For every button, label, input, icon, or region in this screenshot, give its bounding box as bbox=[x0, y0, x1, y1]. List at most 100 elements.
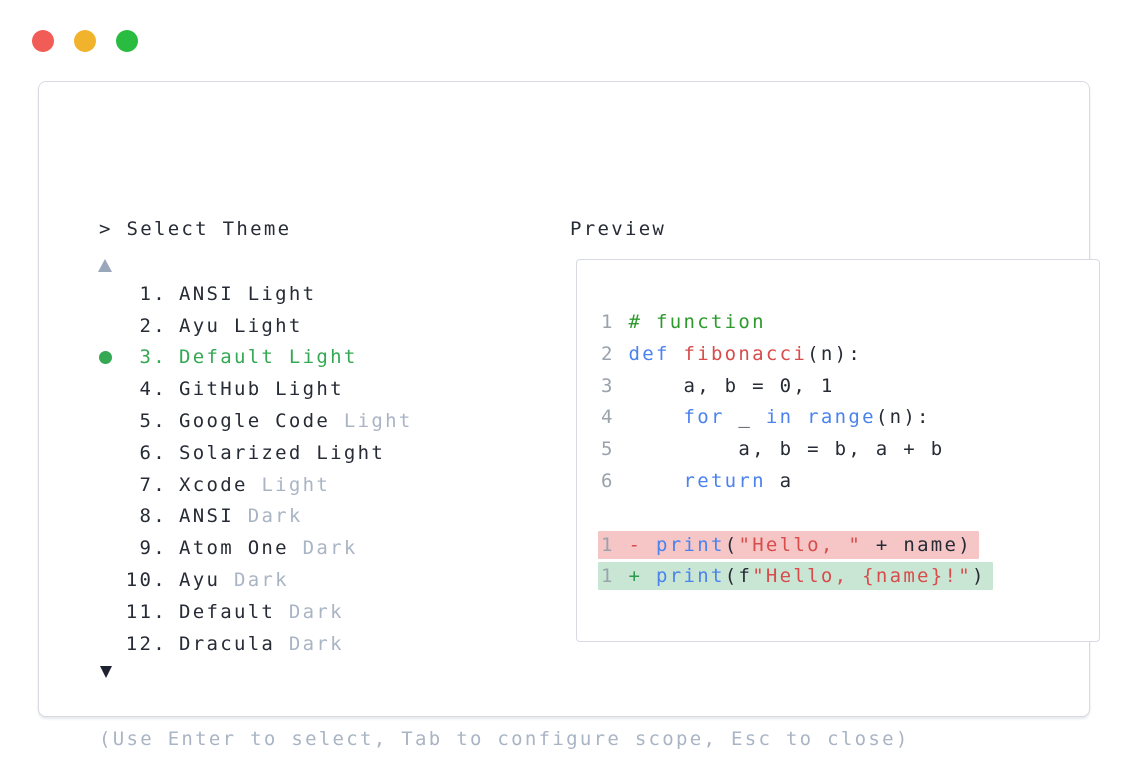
line-number: 3 bbox=[601, 374, 615, 397]
token-plain bbox=[793, 406, 807, 428]
line-number: 1 bbox=[601, 565, 615, 588]
token-comment: # function bbox=[628, 311, 766, 333]
theme-item-3[interactable]: 3. Default Light bbox=[99, 342, 413, 374]
code-line bbox=[601, 498, 1099, 530]
theme-item-label: Ayu Light bbox=[179, 314, 303, 337]
theme-item-label: Default Light bbox=[179, 346, 358, 369]
diff-added-line: 1 + print(f"Hello, {name}!") bbox=[598, 561, 1099, 593]
theme-item-number: 9. bbox=[139, 537, 167, 560]
line-number: 1 bbox=[601, 311, 615, 333]
scroll-down-indicator[interactable] bbox=[100, 666, 114, 679]
token-plain bbox=[642, 534, 656, 556]
theme-item-9[interactable]: 9. Atom One Dark bbox=[99, 532, 413, 564]
code-line: 1 # function bbox=[601, 307, 1099, 339]
theme-item-number: 3. bbox=[139, 346, 167, 369]
code-line: 3 a, b = 0, 1 bbox=[601, 371, 1099, 403]
code-line-content: 6 return a bbox=[601, 470, 793, 492]
selected-dot-icon bbox=[99, 350, 112, 364]
token-keyword: print bbox=[656, 533, 725, 556]
theme-item-number: 1. bbox=[139, 282, 167, 305]
token-plain bbox=[629, 406, 684, 428]
theme-item-1[interactable]: 1.ANSI Light bbox=[99, 278, 413, 310]
token-plain: ( bbox=[724, 533, 739, 556]
theme-item-label: Atom One Dark bbox=[179, 537, 358, 560]
theme-item-number: 2. bbox=[139, 314, 167, 337]
theme-item-label: Google Code Light bbox=[179, 410, 413, 433]
code-line-content: 2 def fibonacci(n): bbox=[601, 343, 862, 365]
token-removed-marker: - bbox=[628, 533, 643, 556]
diff-highlight: 1 + print(f"Hello, {name}!") bbox=[598, 562, 993, 591]
close-button[interactable] bbox=[32, 30, 54, 52]
theme-item-5[interactable]: 5. Google Code Light bbox=[99, 405, 413, 437]
line-number: 2 bbox=[601, 342, 615, 365]
code-line-content: 3 a, b = 0, 1 bbox=[601, 375, 835, 397]
theme-item-10[interactable]: 10. Ayu Dark bbox=[99, 564, 413, 596]
preview-label: Preview bbox=[570, 218, 667, 240]
token-plain bbox=[629, 470, 684, 492]
token-plain bbox=[615, 565, 629, 587]
theme-item-number: 8. bbox=[139, 505, 167, 528]
selection-marker bbox=[99, 350, 123, 364]
token-keyword: def bbox=[628, 342, 670, 365]
code-line-content: 1 # function bbox=[601, 311, 766, 333]
code-line-content: 5 a, b = b, a + b bbox=[601, 438, 945, 460]
theme-item-label: Default Dark bbox=[179, 600, 344, 623]
token-plain: _ bbox=[724, 406, 766, 429]
triangle-up-icon bbox=[98, 259, 112, 272]
token-plain bbox=[615, 375, 629, 397]
diff-highlight: 1 - print("Hello, " + name) bbox=[598, 530, 980, 559]
theme-item-number: 4. bbox=[139, 378, 167, 401]
token-plain: a, b = 0, 1 bbox=[628, 374, 835, 397]
theme-item-2[interactable]: 2. Ayu Light bbox=[99, 310, 413, 342]
theme-item-number: 11. bbox=[125, 600, 167, 623]
code-line: 6 return a bbox=[601, 466, 1099, 498]
diff-removed-line: 1 - print("Hello, " + name) bbox=[598, 530, 1099, 562]
token-plain bbox=[615, 470, 629, 492]
minimize-button[interactable] bbox=[74, 30, 96, 52]
theme-item-label: GitHub Light bbox=[179, 378, 344, 401]
token-plain: (n): bbox=[807, 342, 863, 365]
token-plain: a bbox=[765, 469, 794, 492]
theme-item-11[interactable]: 11. Default Dark bbox=[99, 596, 413, 628]
line-number: 1 bbox=[601, 533, 615, 556]
select-theme-prompt: > Select Theme bbox=[99, 218, 292, 240]
token-plain: + name) bbox=[862, 533, 973, 556]
token-plain bbox=[615, 343, 629, 365]
scroll-up-indicator[interactable] bbox=[98, 259, 114, 273]
line-number: 5 bbox=[601, 438, 615, 461]
token-keyword: print bbox=[656, 565, 725, 588]
token-plain: (f bbox=[724, 565, 753, 588]
token-string: "Hello, {name}!" bbox=[752, 565, 973, 588]
token-plain bbox=[670, 343, 684, 365]
footer-hint: (Use Enter to select, Tab to configure s… bbox=[99, 728, 910, 750]
code-line-content: 4 for _ in range(n): bbox=[601, 406, 931, 428]
token-plain: (n): bbox=[875, 406, 931, 429]
token-plain: ) bbox=[972, 565, 986, 588]
theme-item-7[interactable]: 7.Xcode Light bbox=[99, 469, 413, 501]
theme-item-label: Solarized Light bbox=[179, 441, 386, 464]
theme-item-label: Xcode Light bbox=[179, 473, 331, 496]
token-added-marker: + bbox=[628, 565, 643, 588]
triangle-down-icon bbox=[100, 666, 112, 678]
theme-item-number: 10. bbox=[125, 569, 167, 592]
token-funcname: fibonacci bbox=[683, 342, 808, 365]
maximize-button[interactable] bbox=[116, 30, 138, 52]
theme-item-number: 12. bbox=[125, 632, 167, 655]
theme-item-4[interactable]: 4. GitHub Light bbox=[99, 373, 413, 405]
theme-item-12[interactable]: 12. Dracula Dark bbox=[99, 628, 413, 660]
code-line: 5 a, b = b, a + b bbox=[601, 434, 1099, 466]
theme-item-label: Ayu Dark bbox=[179, 569, 289, 592]
theme-item-8[interactable]: 8.ANSI Dark bbox=[99, 501, 413, 533]
theme-item-number: 5. bbox=[139, 410, 167, 433]
theme-item-6[interactable]: 6.Solarized Light bbox=[99, 437, 413, 469]
token-keyword: in bbox=[765, 406, 794, 429]
token-keyword: range bbox=[807, 406, 876, 429]
window-controls bbox=[32, 30, 138, 52]
token-plain bbox=[642, 565, 656, 587]
theme-item-label: Dracula Dark bbox=[179, 632, 344, 655]
token-keyword: return bbox=[683, 469, 766, 492]
token-keyword: for bbox=[683, 406, 725, 429]
